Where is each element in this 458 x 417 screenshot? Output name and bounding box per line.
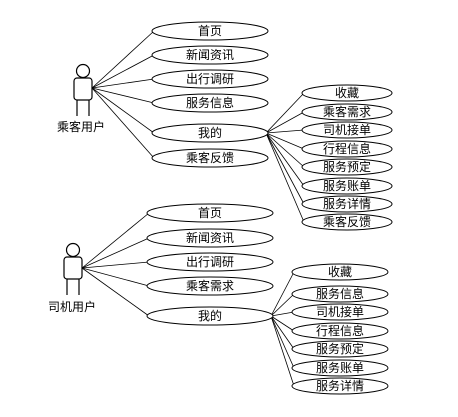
driver-my-item-label: 服务预定 [316,341,364,356]
passenger-my-item: 乘客需求 [301,103,393,121]
passenger-my-link-line [265,132,305,205]
passenger-association-line [91,30,155,89]
driver-my-item-label: 服务账单 [316,360,364,375]
driver-use-case: 我的 [146,306,274,326]
driver-my-item: 行程信息 [291,322,389,340]
passenger-my-link-line [265,132,305,168]
passenger-my-link-line [265,132,305,150]
driver-my-item-label: 服务详情 [316,378,364,393]
passenger-my-item-label: 乘客需求 [323,104,371,119]
passenger-my-item: 服务账单 [301,177,393,195]
driver-my-link-line [270,315,295,350]
driver-association-line [81,237,150,269]
passenger-my-link-line [265,132,305,187]
passenger-my-item-label: 司机接单 [323,122,371,137]
passenger-use-case-label: 我的 [198,125,222,140]
passenger-association-line [91,78,155,89]
driver-actor-icon [63,242,83,295]
passenger-use-case-label: 服务信息 [186,95,234,110]
driver-my-item: 收藏 [291,263,389,281]
driver-my-link-line [270,271,295,317]
driver-my-item: 服务账单 [291,359,389,377]
driver-my-item-label: 行程信息 [316,323,364,338]
passenger-my-link-line [265,92,305,134]
passenger-use-case: 出行调研 [151,69,269,89]
passenger-use-case-label: 乘客反馈 [186,150,234,165]
driver-association-line [81,261,150,269]
passenger-association-line [91,87,155,104]
driver-my-item-label: 司机接单 [316,304,364,319]
passenger-my-item-label: 收藏 [335,86,359,100]
driver-use-case-label: 首页 [198,206,222,220]
passenger-use-case-label: 首页 [198,24,222,38]
passenger-use-case: 新闻资讯 [151,45,269,65]
passenger-use-case-label: 新闻资讯 [186,47,234,62]
driver-my-item-label: 收藏 [328,265,352,279]
driver-use-case: 出行调研 [146,252,274,272]
driver-use-case: 新闻资讯 [146,228,274,248]
driver-my-link-line [270,315,295,387]
passenger-my-item-label: 乘客反馈 [323,214,371,229]
driver-association-line [81,212,150,269]
passenger-use-case: 首页 [151,21,269,41]
driver-my-link-line [270,311,295,317]
driver-my-item: 司机接单 [291,303,389,321]
passenger-my-item: 服务预定 [301,158,393,176]
driver-use-case: 首页 [146,203,274,223]
passenger-association-line [91,87,155,134]
passenger-use-case-label: 出行调研 [186,72,234,86]
driver-my-link-line [270,315,295,332]
driver-use-case-label: 新闻资讯 [186,230,234,245]
passenger-my-item-label: 服务详情 [323,196,371,211]
passenger-association-line [91,87,155,159]
driver-use-case-label: 出行调研 [186,255,234,269]
passenger-use-case: 我的 [151,123,269,143]
passenger-my-item-label: 行程信息 [323,141,371,156]
passenger-use-case: 服务信息 [151,93,269,113]
passenger-actor-icon [73,63,93,116]
driver-association-line [81,267,150,317]
passenger-my-link-line [265,129,305,134]
driver-my-item-label: 服务信息 [316,286,364,301]
driver-my-item: 服务详情 [291,377,389,395]
passenger-association-line [91,54,155,89]
driver-use-case: 乘客需求 [146,276,274,296]
passenger-my-item: 司机接单 [301,121,393,139]
driver-my-link-line [270,315,295,369]
driver-use-case-label: 我的 [198,308,222,323]
driver-my-item: 服务预定 [291,340,389,358]
passenger-my-item-label: 服务预定 [323,159,371,174]
passenger-my-link-line [265,111,305,134]
driver-use-case-label: 乘客需求 [186,278,234,293]
passenger-use-case: 乘客反馈 [151,148,269,168]
driver-my-item: 服务信息 [291,285,389,303]
driver-my-link-line [270,293,295,317]
passenger-my-item-label: 服务账单 [323,178,371,193]
passenger-my-item: 服务详情 [301,195,393,213]
passenger-actor-label: 乘客用户 [57,119,105,134]
passenger-my-item: 收藏 [301,84,393,102]
driver-actor-label: 司机用户 [48,299,96,314]
passenger-my-item: 乘客反馈 [301,213,393,231]
driver-association-line [81,267,150,287]
passenger-my-link-line [265,132,305,223]
passenger-my-item: 行程信息 [301,140,393,158]
